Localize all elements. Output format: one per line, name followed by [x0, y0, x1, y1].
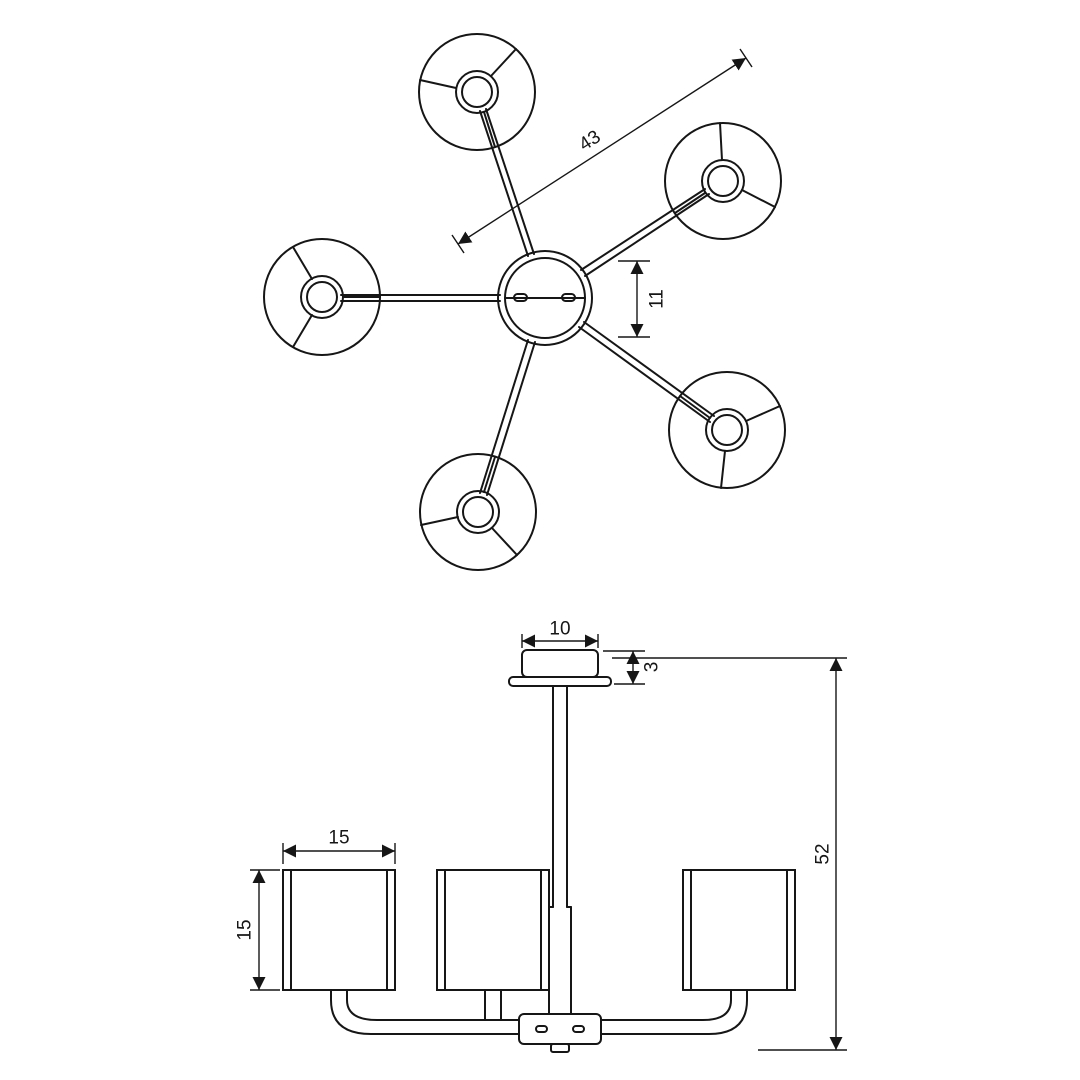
dimension-value: 3 [642, 662, 663, 673]
shade-outline [418, 33, 536, 151]
hub-slot-left [513, 293, 528, 302]
shade-fitter-outer [705, 408, 749, 452]
arm-line [584, 193, 710, 277]
shade-seam [490, 48, 517, 77]
witness-tick [739, 48, 753, 68]
shade-seam [719, 122, 723, 161]
lampshade-side-right [682, 869, 796, 991]
dimension-value: 43 [575, 126, 604, 155]
dimension-value: 52 [813, 843, 834, 864]
hub-slot-right [561, 293, 576, 302]
shade-fitter-inner [707, 165, 739, 197]
arm-line [479, 339, 529, 494]
ceiling-hub-top-view [497, 250, 593, 346]
hub-outer-ring [497, 250, 593, 346]
shade-fitter-outer [456, 490, 500, 534]
dimension-value: 11 [647, 289, 668, 309]
dimension-canopy-height: 3 [603, 650, 663, 685]
arm-to-bottom-shade [479, 339, 536, 496]
bottom-hub-slot-left [535, 1025, 548, 1033]
shade-seam [420, 516, 459, 526]
canopy-plate [508, 676, 612, 687]
right-arm-outer [600, 989, 748, 1035]
shade-seam [491, 527, 518, 556]
lampshade-left [263, 238, 381, 356]
ceiling-canopy [508, 649, 612, 687]
shade-seam [720, 450, 726, 489]
shade-seam [419, 79, 457, 89]
shade-outline [282, 869, 396, 991]
shade-fitter-inner [306, 281, 338, 313]
left-arm-outer [330, 989, 520, 1035]
shade-seam [745, 405, 781, 422]
dimension-line [457, 57, 747, 245]
stem [548, 685, 572, 1017]
arm-to-top-shade [479, 108, 535, 257]
dimension-total-height: 52 [612, 657, 847, 1051]
shade-seam [741, 189, 776, 208]
shade-seam [483, 456, 496, 493]
top-view: 43 11 [263, 33, 786, 571]
arm-line [578, 326, 711, 423]
arm-to-lower-right-shade [578, 321, 715, 423]
bottom-hub-slot-right [572, 1025, 585, 1033]
bottom-hub [518, 1013, 602, 1053]
arm-line [479, 110, 529, 257]
shade-outline [664, 122, 782, 240]
shade-outline [668, 371, 786, 489]
shade-seam [679, 395, 711, 419]
dimension-value: 10 [549, 619, 570, 640]
shade-fitter-inner [462, 496, 494, 528]
arm-line [486, 341, 536, 496]
shade-seam [674, 192, 706, 214]
lampshade-bottom [419, 453, 537, 571]
bottom-finial [550, 1043, 570, 1053]
arm-line [583, 321, 715, 417]
dimension-shade-height: 15 [235, 869, 280, 991]
dimension-value: 15 [328, 828, 349, 849]
dimension-arm-length: 43 [451, 48, 753, 254]
witness-tick [451, 234, 465, 254]
shade-seam [292, 246, 313, 280]
left-arm-inner [346, 989, 520, 1021]
lampshade-side-middle [436, 869, 550, 991]
dimension-hub-size: 11 [618, 260, 668, 338]
shade-fitter-inner [711, 414, 743, 446]
dimension-shade-width: 15 [282, 828, 396, 864]
shade-outline [419, 453, 537, 571]
lampshade-lower-right [668, 371, 786, 489]
shade-outline [682, 869, 796, 991]
shade-outline [436, 869, 550, 991]
shade-seam [292, 314, 313, 348]
side-view: 10 3 15 15 52 [235, 619, 847, 1053]
arm-assembly [330, 989, 748, 1035]
dimension-value: 15 [235, 919, 256, 940]
arm-line [580, 188, 706, 271]
arm-to-left-shade [340, 294, 501, 302]
right-arm-inner [600, 989, 732, 1021]
lampshade-upper-right [664, 122, 782, 240]
lampshade-side-left [282, 869, 396, 991]
canopy-cup [521, 649, 599, 678]
arm-line [485, 108, 535, 255]
lampshade-top [418, 33, 536, 151]
bottom-hub-body [518, 1013, 602, 1045]
shade-fitter-inner [461, 76, 493, 108]
dimension-canopy-width: 10 [521, 619, 599, 648]
